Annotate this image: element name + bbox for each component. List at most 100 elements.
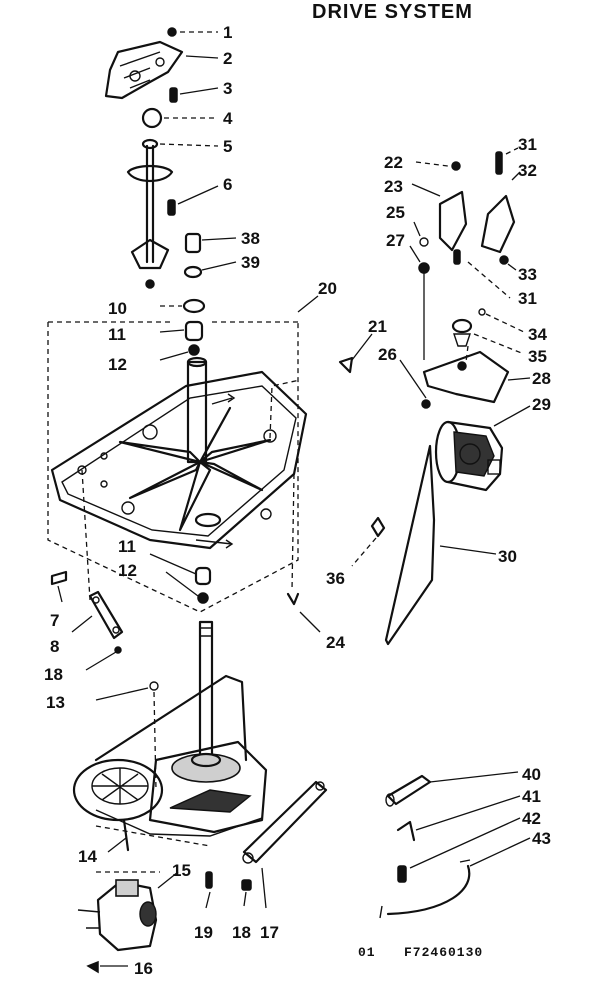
callout-labels: 1 2 3 4 5 6 38 39 20 10 11 12 21 22 23 2… — [44, 23, 551, 978]
part-28-motor-bracket — [422, 350, 510, 404]
footer-left-code: 01 — [358, 945, 376, 960]
callout: 19 — [194, 923, 213, 942]
callout: 3 — [223, 79, 232, 98]
callout: 25 — [386, 203, 405, 222]
part-13-washer — [149, 681, 159, 691]
base-plate-assembly — [47, 298, 354, 613]
callout: 35 — [528, 347, 547, 366]
part-12-nut — [188, 344, 200, 356]
part-5-collar — [141, 138, 159, 150]
center-post — [186, 360, 208, 464]
part-31-bolt — [495, 151, 503, 175]
part-18-nut — [114, 646, 122, 654]
callout: 7 — [50, 611, 59, 630]
callout: 8 — [50, 637, 59, 656]
callout: 10 — [108, 299, 127, 318]
part-8-bracket — [88, 590, 124, 640]
leader-lines — [57, 31, 531, 967]
transmission-assembly — [72, 620, 328, 974]
callout: 26 — [378, 345, 397, 364]
callout: 15 — [172, 861, 191, 880]
callout: 11 — [118, 537, 136, 556]
part-26-washer — [421, 399, 431, 409]
top-stack-parts — [104, 27, 203, 289]
callout: 41 — [522, 787, 541, 806]
diagram-title: DRIVE SYSTEM — [312, 1, 473, 23]
part-11-lower-bushing — [194, 566, 212, 586]
part-16-screw — [86, 960, 99, 974]
callout: 16 — [134, 959, 153, 978]
callout: 38 — [241, 229, 260, 248]
callout: 42 — [522, 809, 541, 828]
callout: 1 — [223, 23, 232, 42]
part-29-motor — [434, 420, 504, 492]
callout: 5 — [223, 137, 232, 156]
callout: 31 — [518, 135, 537, 154]
gear-case — [148, 740, 268, 834]
part-23-bracket — [438, 190, 468, 252]
part-15-pump — [77, 871, 160, 952]
part-43-hose — [386, 864, 471, 916]
part-36-clip — [370, 516, 386, 538]
part-39-washer — [183, 265, 203, 279]
callout: 14 — [78, 847, 97, 866]
callout: 18 — [232, 923, 251, 942]
part-6-pin — [167, 199, 176, 216]
part-32-bracket — [480, 194, 516, 254]
callout: 4 — [223, 109, 233, 128]
part-25-washer — [419, 237, 429, 247]
callout: 22 — [384, 153, 403, 172]
callout: 23 — [384, 177, 403, 196]
part-42-screw — [397, 865, 407, 883]
callout: 28 — [532, 369, 551, 388]
part-2-bracket — [104, 40, 184, 100]
base-plate-spokes — [118, 406, 272, 532]
callout: 24 — [326, 633, 345, 652]
part-7-bolt — [50, 570, 68, 586]
part-24-clip — [286, 592, 300, 606]
callout: 36 — [326, 569, 345, 588]
drive-pulley — [72, 758, 164, 822]
part-14-leg — [122, 818, 130, 852]
callout: 20 — [318, 279, 337, 298]
callout: 39 — [241, 253, 260, 272]
part-12-lower-nut — [197, 592, 209, 604]
callout: 29 — [532, 395, 551, 414]
callout: 11 — [108, 325, 126, 344]
callout: 21 — [368, 317, 387, 336]
part-1-nut — [167, 27, 177, 37]
callout: 13 — [46, 693, 65, 712]
part-17-arm — [242, 780, 328, 864]
part-34-screw — [478, 308, 486, 316]
callout: 34 — [528, 325, 547, 344]
part-35-grommet — [451, 318, 473, 334]
part-21-clip — [338, 356, 354, 374]
part-27-nut — [418, 262, 430, 274]
callout: 30 — [498, 547, 517, 566]
part-11-bushing — [184, 320, 204, 342]
part-41-clip — [396, 820, 416, 842]
part-30-shield — [384, 444, 436, 646]
part-10-seal — [182, 298, 206, 314]
callout: 33 — [518, 265, 537, 284]
callout: 17 — [260, 923, 279, 942]
part-3-bolt — [169, 87, 178, 103]
part-33-nut — [499, 255, 509, 265]
callout: 27 — [386, 231, 405, 250]
part-38-bushing — [184, 232, 202, 254]
callout: 12 — [118, 561, 137, 580]
callout: 2 — [223, 49, 232, 68]
callout: 32 — [518, 161, 537, 180]
callout: 6 — [223, 175, 232, 194]
callout: 18 — [44, 665, 63, 684]
callout: 12 — [108, 355, 127, 374]
part-31-lower-bolt — [453, 249, 461, 265]
motor-assembly — [370, 151, 516, 646]
callout: 31 — [518, 289, 537, 308]
part-22-nut — [451, 161, 461, 171]
part-19-screw — [205, 871, 213, 889]
part-4-ring — [141, 107, 163, 129]
part-20-base-plate — [50, 370, 308, 550]
part-18-lower-nut — [241, 879, 252, 891]
